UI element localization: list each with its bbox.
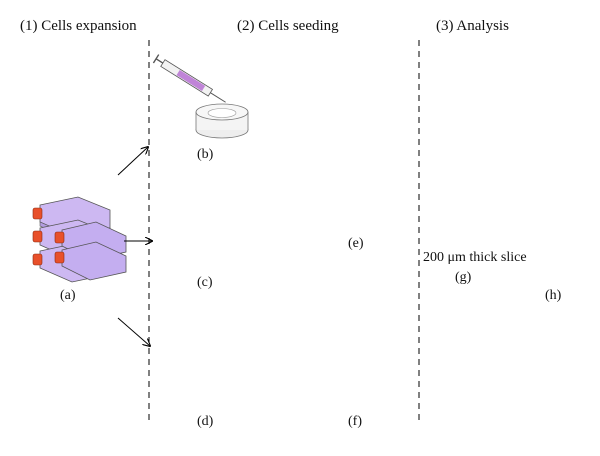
label-b: (b) [197,147,214,162]
slice-thickness-label: 200 μm thick slice [423,250,527,265]
culture-flasks-illustration [32,196,127,283]
label-e: (e) [348,236,364,251]
header-cells-seeding: (2) Cells seeding [237,18,339,34]
arrow-a-to-d [117,317,150,346]
header-cells-expansion: (1) Cells expansion [20,18,137,34]
label-c: (c) [197,275,213,290]
label-f: (f) [348,414,362,429]
label-h: (h) [545,288,562,303]
syringe-dish-illustration [152,54,249,139]
header-analysis: (3) Analysis [436,18,509,34]
label-a: (a) [60,288,76,303]
label-d: (d) [197,414,214,429]
arrow-a-to-b [117,147,148,176]
label-g: (g) [455,270,472,285]
